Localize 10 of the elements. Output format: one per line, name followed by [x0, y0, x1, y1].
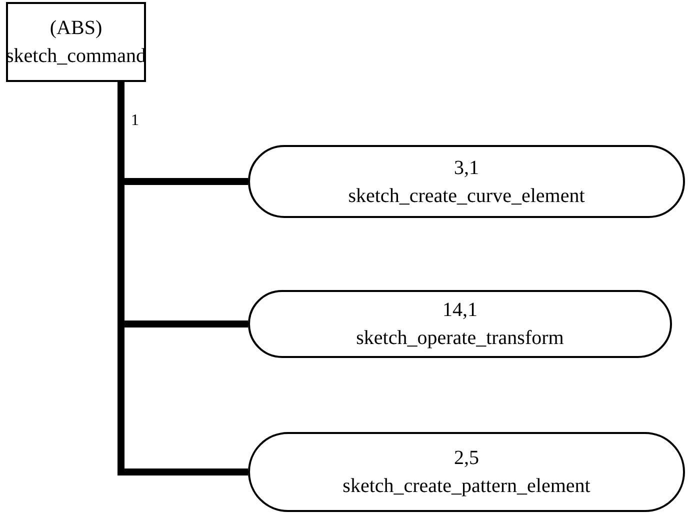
cardinality-label: 1 [131, 112, 139, 130]
entity-number: 3,1 [454, 156, 479, 180]
entity-number: (ABS) [50, 16, 102, 41]
entity-box [6, 2, 146, 82]
entity-name: sketch_create_pattern_element [342, 474, 590, 499]
entity-name: sketch_command [6, 44, 146, 69]
entity-number: 14,1 [442, 298, 478, 323]
entity-number: 2,5 [454, 446, 479, 471]
entity-name: sketch_create_curve_element [348, 184, 585, 208]
entity-name: sketch_operate_transform [356, 326, 564, 351]
